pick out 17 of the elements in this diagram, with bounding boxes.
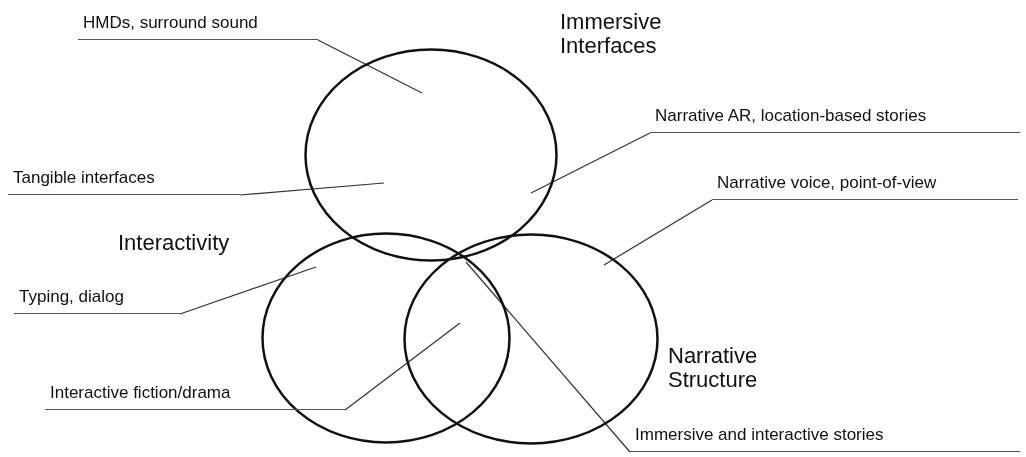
underlined-label: Typing, dialog xyxy=(14,287,180,314)
underlined-label: Tangible interfaces xyxy=(8,168,240,195)
leader-line xyxy=(530,132,651,194)
underlined-label: Immersive and interactive stories xyxy=(630,425,1020,452)
underlined-label: HMDs, surround sound xyxy=(78,13,318,40)
leader-line xyxy=(603,199,713,266)
leader-line xyxy=(179,266,317,315)
underlined-label: Interactive fiction/drama xyxy=(45,383,345,410)
circle-label: Immersive Interfaces xyxy=(560,10,663,58)
circle-label: Narrative Structure xyxy=(668,344,759,392)
leader-line xyxy=(317,39,423,94)
leader-line xyxy=(465,261,631,453)
leader-line xyxy=(344,322,461,411)
underlined-label: Narrative AR, location-based stories xyxy=(650,106,1020,133)
leader-line xyxy=(239,182,385,196)
circle-label: Interactivity xyxy=(118,231,231,255)
underlined-label: Narrative voice, point-of-view xyxy=(712,173,1018,200)
